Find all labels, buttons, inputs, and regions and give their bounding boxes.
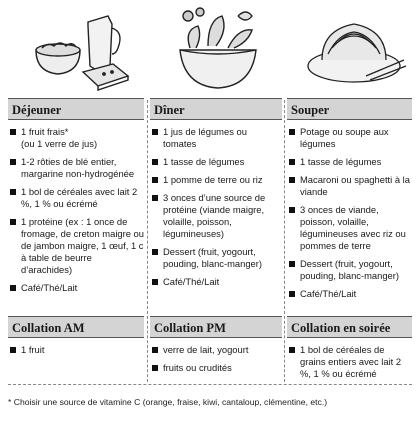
list-item: 3 onces de viande, poisson, volaille, lé… bbox=[287, 204, 412, 252]
list-item: Potage ou soupe aux légumes bbox=[287, 126, 412, 150]
section-divider bbox=[8, 384, 412, 385]
list-item: 1 fruit bbox=[8, 344, 144, 356]
column-divider bbox=[284, 316, 285, 382]
meal-heading: Dîner bbox=[150, 98, 282, 120]
list-item: 1 jus de légumes ou tomates bbox=[150, 126, 282, 150]
list-item: 1 bol de céréales de grains entiers avec… bbox=[287, 344, 412, 380]
meal-heading: Déjeuner bbox=[8, 98, 144, 120]
snack-heading: Collation en soirée bbox=[287, 316, 412, 338]
breakfast-illustration bbox=[35, 15, 130, 91]
list-item: verre de lait, yogourt bbox=[150, 344, 282, 356]
meal-column-dejeuner: Déjeuner 1 fruit frais* (ou 1 verre de j… bbox=[8, 98, 144, 294]
spaghetti-plate-illustration bbox=[307, 23, 407, 83]
list-item: Dessert (fruit, yogourt, pouding, blanc-… bbox=[287, 258, 412, 282]
snack-column-am: Collation AM 1 fruit bbox=[8, 316, 144, 356]
meal-list: 1 fruit frais* (ou 1 verre de jus) 1-2 r… bbox=[8, 126, 144, 294]
snack-heading: Collation PM bbox=[150, 316, 282, 338]
list-item: fruits ou crudités bbox=[150, 362, 282, 374]
meal-column-souper: Souper Potage ou soupe aux légumes 1 tas… bbox=[287, 98, 412, 300]
list-item: 1 tasse de légumes bbox=[150, 156, 282, 168]
list-item: 1 bol de céréales avec lait 2 %, 1 % ou … bbox=[8, 186, 144, 210]
list-item: Café/Thé/Lait bbox=[150, 276, 282, 288]
salad-bowl-illustration bbox=[179, 7, 257, 89]
list-item: 1 tasse de légumes bbox=[287, 156, 412, 168]
list-item: 1-2 rôties de blé entier, margarine non-… bbox=[8, 156, 144, 180]
snack-list: 1 fruit bbox=[8, 344, 144, 356]
list-item: 1 protéine (ex : 1 once de fromage, de c… bbox=[8, 216, 144, 276]
list-item: Café/Thé/Lait bbox=[8, 282, 144, 294]
column-divider bbox=[147, 100, 148, 314]
list-item: Café/Thé/Lait bbox=[287, 288, 412, 300]
footnote: * Choisir une source de vitamine C (oran… bbox=[8, 397, 328, 407]
meal-column-diner: Dîner 1 jus de légumes ou tomates 1 tass… bbox=[150, 98, 282, 288]
list-item: 1 pomme de terre ou riz bbox=[150, 174, 282, 186]
list-item: 3 onces d’une source de protéine (viande… bbox=[150, 192, 282, 240]
snack-list: 1 bol de céréales de grains entiers avec… bbox=[287, 344, 412, 380]
meal-heading: Souper bbox=[287, 98, 412, 120]
snack-column-soiree: Collation en soirée 1 bol de céréales de… bbox=[287, 316, 412, 380]
snack-heading: Collation AM bbox=[8, 316, 144, 338]
meal-list: 1 jus de légumes ou tomates 1 tasse de l… bbox=[150, 126, 282, 288]
list-item: Dessert (fruit, yogourt, pouding, blanc-… bbox=[150, 246, 282, 270]
list-item: 1 fruit frais* (ou 1 verre de jus) bbox=[8, 126, 144, 150]
snack-column-pm: Collation PM verre de lait, yogourt frui… bbox=[150, 316, 282, 374]
column-divider bbox=[284, 100, 285, 314]
meal-list: Potage ou soupe aux légumes 1 tasse de l… bbox=[287, 126, 412, 300]
column-divider bbox=[147, 316, 148, 382]
snack-list: verre de lait, yogourt fruits ou crudité… bbox=[150, 344, 282, 374]
list-item: Macaroni ou spaghetti à la viande bbox=[287, 174, 412, 198]
